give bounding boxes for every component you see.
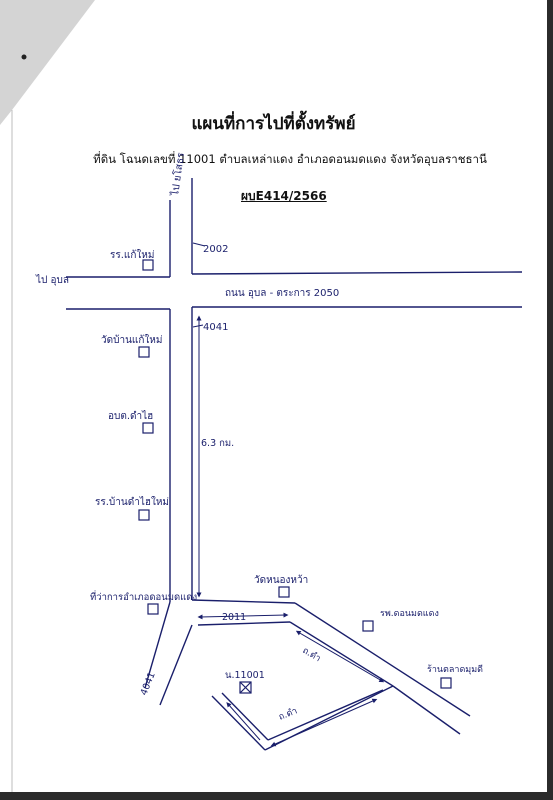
label-to-north: ไป ยโสธร	[168, 151, 187, 197]
road-2011-diag-top	[294, 602, 471, 717]
location-map: ไป ยโสธร ไป อุบล 2002 ถนน อุบล - ตระการ …	[0, 0, 523, 792]
page-dot-mark	[21, 54, 27, 60]
label-route-4041-top: 4041	[203, 322, 228, 333]
label-temple-2: วัดหนองหว้า	[254, 574, 308, 586]
page-fold-shadow	[0, 0, 95, 125]
loop-road-outer-left	[211, 695, 266, 751]
label-route-2002: 2002	[203, 244, 228, 255]
distance-arrow-road-a	[295, 630, 385, 683]
label-route-2011: 2011	[222, 612, 246, 623]
label-health-office: อบต.ดำไฮ	[108, 410, 153, 422]
municipality-marker	[147, 603, 159, 615]
distance-arrow-road-b	[270, 698, 378, 747]
school-2-marker	[138, 509, 150, 521]
label-school-1: รร.แก้ใหม่	[110, 249, 155, 261]
distance-arrows	[192, 242, 385, 747]
road-2011-diag-bottom	[392, 685, 461, 735]
label-distance: 6.3 กม.	[201, 438, 234, 449]
property-marker	[239, 681, 252, 694]
label-road-b: ถ.ดำ	[277, 705, 299, 722]
school-1-marker	[142, 259, 154, 271]
label-market: ร้านตลาดมุมดี	[427, 664, 483, 675]
label-temple-1: วัดบ้านแก้ใหม่	[101, 334, 162, 346]
hospital-marker	[362, 620, 374, 632]
road-2011-top	[191, 599, 296, 604]
road-4041-sw-left	[144, 601, 171, 689]
page-title: แผนที่การไปที่ตั้งทรัพย์	[191, 114, 356, 134]
property-marker-cross-b	[239, 681, 252, 694]
label-property: น.11001	[225, 670, 265, 681]
distance-arrow-loop-left	[226, 702, 261, 741]
temple-2-marker	[278, 586, 290, 598]
label-hospital: รพ.ดอนมดแดง	[380, 609, 439, 619]
loop-road-inner-left	[221, 692, 269, 741]
route-2002-tick	[192, 242, 206, 247]
label-route-2050: ถนน อุบล - ตระการ 2050	[225, 288, 339, 299]
label-school-2: รร.บ้านดำไฮใหม่	[95, 496, 169, 508]
property-subtitle: ที่ดิน โฉนดเลขที่ 11001 ตำบลเหล่าแดง อำเ…	[93, 152, 487, 166]
distance-arrow-2011	[197, 612, 289, 620]
reference-code: ผบE414/2566	[241, 189, 327, 203]
road-2011-bottom	[197, 621, 291, 626]
temple-1-marker	[138, 346, 150, 358]
map-labels: ไป ยโสธร ไป อุบล 2002 ถนน อุบล - ตระการ …	[35, 151, 483, 723]
route-4041-tick	[192, 324, 204, 328]
label-to-west: ไป อุบล	[35, 274, 69, 286]
landmarks	[138, 259, 452, 694]
label-municipality: ที่ว่าการอำเภอดอนมดแดง	[90, 590, 197, 603]
label-route-4041-bottom: 4041	[139, 671, 158, 698]
health-office-marker	[142, 422, 154, 434]
map-document: แผนที่การไปที่ตั้งทรัพย์ ที่ดิน โฉนดเลขท…	[0, 0, 547, 792]
road-4041-sw-right	[159, 624, 193, 706]
road-2050-right-top	[191, 271, 523, 275]
label-road-a: ถ.ดำ	[301, 645, 323, 664]
market-marker	[440, 677, 452, 689]
